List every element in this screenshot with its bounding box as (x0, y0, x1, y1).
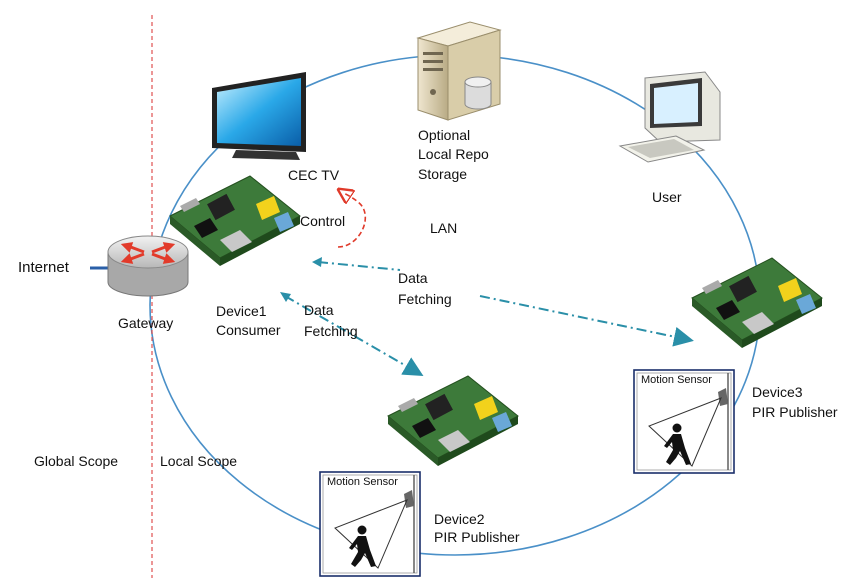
control-label: Control (300, 213, 346, 229)
data-fetching-arrow-device2 (284, 295, 424, 377)
device3-label-line2: PIR Publisher (752, 404, 838, 420)
board-icon (169, 175, 301, 266)
data-fetching-label-2-line2: Fetching (304, 323, 358, 339)
lan-label: LAN (430, 220, 458, 236)
walking-person-icon (349, 525, 376, 567)
internet-label: Internet (18, 259, 69, 276)
server-icon (416, 21, 502, 121)
cec-tv-label: CEC TV (288, 167, 340, 183)
device1-label-line1: Device1 (216, 303, 267, 319)
gateway-label: Gateway (118, 315, 174, 331)
device2-label-line2: PIR Publisher (434, 529, 520, 545)
device1-label-line2: Consumer (216, 322, 281, 338)
motion-sensor-title-3: Motion Sensor (641, 374, 712, 386)
device2-label-line1: Device2 (434, 511, 485, 527)
motion-sensor-title-2: Motion Sensor (327, 476, 398, 488)
repo-label-line2: Local Repo (418, 146, 489, 162)
user-label: User (652, 189, 682, 205)
local-scope-label: Local Scope (160, 453, 238, 469)
data-fetching-arrow-device3 (317, 261, 690, 340)
computer-icon (618, 71, 721, 163)
board-icon (387, 375, 519, 466)
repo-label-line3: Storage (418, 166, 468, 182)
device3-label-line1: Device3 (752, 384, 803, 400)
board-icon (691, 257, 823, 348)
data-fetching-label-2-line1: Data (304, 302, 334, 318)
motion-sensor-icon (319, 471, 421, 577)
data-fetching-arrowhead-device1b (280, 292, 291, 302)
router-icon (107, 235, 189, 297)
walking-person-icon (664, 423, 691, 465)
data-fetching-label-1-line2: Fetching (398, 291, 452, 307)
data-fetching-arrowhead-device1 (312, 257, 322, 267)
tv-icon (212, 72, 306, 160)
control-arrow (338, 193, 367, 248)
global-scope-label: Global Scope (34, 453, 119, 469)
repo-label-line1: Optional (418, 127, 471, 143)
data-fetching-label-1-line1: Data (398, 270, 428, 286)
